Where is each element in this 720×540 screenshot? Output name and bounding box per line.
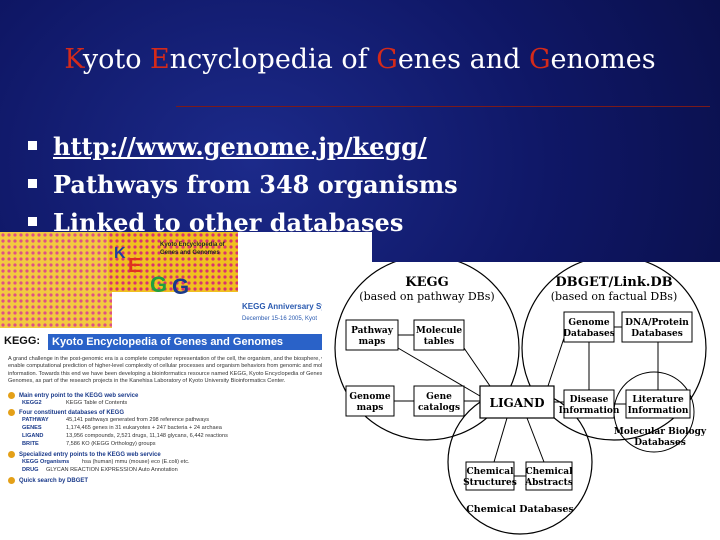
list-item[interactable]: KEGG Organisms hsa (human) mmu (mouse) ec… — [22, 459, 190, 465]
row-desc: KEGG Table of Contents — [66, 400, 128, 406]
row-name: DRUG — [22, 467, 39, 473]
row-name: GENES — [22, 425, 42, 431]
row-name: KEGG2 — [22, 400, 42, 406]
bullet-item-pathways: Pathways from 348 organisms — [28, 166, 458, 204]
title-divider — [176, 106, 710, 107]
genome-maps-label-2: maps — [357, 403, 384, 413]
database-relationship-diagram: KEGG (based on pathway DBs) DBGET/Link.D… — [322, 262, 720, 540]
section-title: Four constituent databases of KEGG — [19, 410, 125, 417]
anniversary-banner[interactable]: KEGG Anniversary Symp December 15-16 200… — [238, 294, 372, 330]
bullet-text: Pathways from 348 organisms — [53, 170, 458, 199]
disease-info-label: Disease — [570, 395, 609, 405]
row-name: PATHWAY — [22, 417, 49, 423]
title-cap-e: E — [150, 44, 170, 75]
kegg-heading: KEGG — [405, 275, 448, 290]
dna-protein-label-2: Databases — [631, 329, 683, 339]
kegg-intro-paragraph: A grand challenge in the post-genomic er… — [8, 356, 346, 385]
bullet-dot-icon — [8, 451, 15, 458]
molbio-db-label-2: Databases — [634, 438, 686, 448]
row-name: LIGAND — [22, 433, 44, 439]
literature-info-label: Literature — [632, 395, 684, 405]
literature-info-label-2: Information — [628, 406, 689, 416]
list-item[interactable]: PATHWAY 45,141 pathways generated from 29… — [22, 417, 209, 423]
pathway-maps-label: Pathway — [351, 326, 394, 336]
chem-structures-label-2: Structures — [463, 478, 517, 488]
row-desc: 7,586 KO (KEGG Orthology) groups — [66, 441, 156, 447]
svg-text:G: G — [172, 274, 189, 299]
row-name: BRITE — [22, 441, 39, 447]
title-part-2: ncyclopedia of — [169, 44, 377, 75]
title-cap-g2: G — [528, 44, 551, 75]
gene-catalogs-label: Gene — [426, 392, 452, 402]
kegg-url-link[interactable]: http://www.genome.jp/kegg/ — [53, 132, 427, 161]
bullet-list: http://www.genome.jp/kegg/ Pathways from… — [28, 128, 458, 242]
chem-structures-label: Chemical — [466, 467, 514, 477]
section-title: Quick search by DBGET — [19, 478, 89, 485]
bullet-dot-icon — [8, 409, 15, 416]
row-desc: GLYCAN REACTION EXPRESSION Auto Annotati… — [46, 467, 178, 473]
section-main-entry: Main entry point to the KEGG web service — [8, 392, 138, 399]
title-part-1: yoto — [82, 44, 151, 75]
svg-text:E: E — [128, 255, 141, 277]
genome-maps-label: Genome — [349, 392, 390, 402]
list-item[interactable]: BRITE 7,586 KO (KEGG Orthology) groups — [22, 441, 156, 447]
title-cap-k: K — [64, 44, 83, 75]
list-item[interactable]: KEGG2 KEGG Table of Contents — [22, 400, 127, 406]
title-part-4: enomes — [550, 44, 656, 75]
bullet-square-icon — [28, 141, 37, 150]
logo-text-line1: Kyoto Encyclopedia of — [160, 242, 225, 248]
section-constituent-dbs: Four constituent databases of KEGG — [8, 409, 124, 416]
bullet-square-icon — [28, 179, 37, 188]
logo-text-line2: Genes and Genomes — [160, 250, 220, 256]
bullet-dot-icon — [8, 392, 15, 399]
molecule-tables-label-2: tables — [424, 337, 455, 347]
section-title: Main entry point to the KEGG web service — [19, 393, 139, 400]
bullet-square-icon — [28, 217, 37, 226]
dbget-subheading: (based on factual DBs) — [551, 290, 678, 303]
ligand-label: LIGAND — [490, 396, 545, 410]
kegg-header-title: Kyoto Encyclopedia of Genes and Genomes — [48, 334, 372, 350]
genome-db-label: Genome — [568, 318, 609, 328]
row-desc: 45,141 pathways generated from 298 refer… — [66, 417, 210, 423]
kegg-logo: K E G G Kyoto Encyclopedia of Genes and … — [0, 232, 238, 328]
row-name: KEGG Organisms — [22, 459, 70, 465]
gene-catalogs-label-2: catalogs — [418, 403, 460, 413]
anniversary-title: KEGG Anniversary Symp — [242, 302, 338, 311]
kegg-website-screenshot: K E G G Kyoto Encyclopedia of Genes and … — [0, 232, 372, 540]
bullet-dot-icon — [8, 477, 15, 484]
disease-info-label-2: Information — [559, 406, 620, 416]
molbio-db-label: Molecular Biology — [614, 427, 707, 437]
molecule-tables-label: Molecule — [416, 326, 463, 336]
list-item[interactable]: LIGAND 13,956 compounds, 2,521 drugs, 11,… — [22, 433, 228, 439]
dna-protein-label: DNA/Protein — [625, 318, 689, 328]
row-desc: hsa (human) mmu (mouse) eco (E.coli) etc… — [82, 459, 190, 465]
row-desc: 13,956 compounds, 2,521 drugs, 11,148 gl… — [66, 433, 228, 439]
row-desc: 1,174,465 genes in 31 eukaryotes + 247 b… — [66, 425, 222, 431]
chem-abstracts-label: Chemical — [525, 467, 573, 477]
svg-text:G: G — [150, 272, 167, 297]
list-item[interactable]: DRUG GLYCAN REACTION EXPRESSION Auto Anno… — [22, 467, 178, 473]
chemical-db-label: Chemical Databases — [466, 504, 574, 515]
kegg-header-label: KEGG: — [4, 335, 41, 347]
title-part-3: enes and — [397, 44, 529, 75]
anniversary-date: December 15-16 2005, Kyot — [242, 316, 318, 322]
svg-text:K: K — [114, 245, 126, 262]
kegg-circle — [334, 262, 520, 441]
bullet-item-url: http://www.genome.jp/kegg/ — [28, 128, 458, 166]
kegg-header-bar: KEGG: Kyoto Encyclopedia of Genes and Ge… — [0, 334, 372, 350]
kegg-subheading: (based on pathway DBs) — [359, 290, 494, 303]
dbget-heading: DBGET/Link.DB — [555, 275, 672, 290]
pathway-maps-label-2: maps — [359, 337, 386, 347]
genome-db-label-2: Databases — [563, 329, 615, 339]
chem-abstracts-label-2: Abstracts — [524, 478, 573, 488]
dbget-circle — [521, 262, 707, 441]
section-title: Specialized entry points to the KEGG web… — [19, 452, 161, 459]
section-quick-search[interactable]: Quick search by DBGET — [8, 477, 88, 484]
title-cap-g1: G — [376, 44, 398, 75]
section-specialized-entry: Specialized entry points to the KEGG web… — [8, 451, 161, 458]
slide-title: Kyoto Encyclopedia of Genes and Genomes — [0, 44, 720, 75]
list-item[interactable]: GENES 1,174,465 genes in 31 eukaryotes + … — [22, 425, 222, 431]
